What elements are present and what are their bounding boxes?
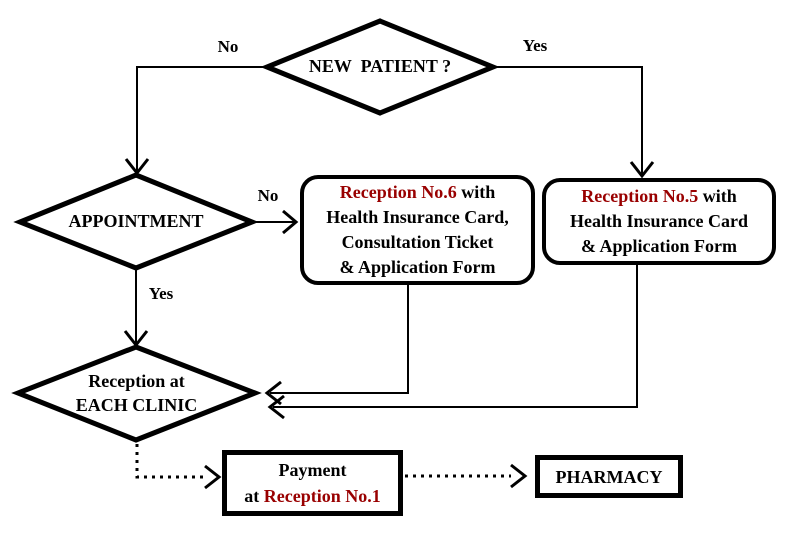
- reception5-title-line: Reception No.5 with: [546, 184, 772, 209]
- decision-new-patient-label: NEW PATIENT ?: [308, 56, 452, 76]
- reception5-line3: & Application Form: [581, 236, 737, 256]
- decision-appointment-label: APPOINTMENT: [68, 211, 204, 231]
- reception6-line4: & Application Form: [339, 257, 496, 277]
- arrowhead-into-pharmacy: [510, 463, 528, 489]
- arrowhead-into-each-clinic: [123, 330, 149, 348]
- each-clinic-line2: EACH CLINIC: [75, 395, 198, 415]
- edge-new-patient-yes-line: [493, 66, 643, 174]
- pharmacy-label: PHARMACY: [555, 466, 663, 487]
- edge-reception5-to-clinic-line: [273, 265, 638, 408]
- edge-label-new-patient-yes: Yes: [522, 36, 548, 55]
- decision-new-patient-diamond: [260, 18, 500, 116]
- reception5-suffix: with: [698, 186, 737, 206]
- reception6-highlight: Reception No.6: [339, 182, 457, 202]
- reception6-line2: Health Insurance Card,: [326, 207, 509, 227]
- process-reception5-box: Reception No.5 with Health Insurance Car…: [542, 178, 776, 265]
- reception6-line3: Consultation Ticket: [341, 232, 494, 252]
- arrowhead-into-payment: [204, 464, 222, 490]
- edge-new-patient-no-line: [136, 66, 267, 171]
- decision-each-clinic-label: Reception at EACH CLINIC: [18, 369, 255, 417]
- arrowhead-into-reception6: [282, 209, 299, 235]
- arrowhead-reception5-into-clinic: [267, 394, 285, 420]
- process-payment-box: Payment at Reception No.1: [222, 450, 403, 516]
- each-clinic-line1: Reception at: [88, 371, 185, 391]
- payment-line2-highlight: Reception No.1: [263, 486, 381, 506]
- edge-clinic-to-payment-dotted: [135, 444, 205, 479]
- process-reception6-box: Reception No.6 with Health Insurance Car…: [300, 175, 535, 285]
- arrowhead-into-appointment: [124, 158, 150, 176]
- reception5-highlight: Reception No.5: [581, 186, 699, 206]
- arrowhead-into-reception5: [629, 161, 655, 179]
- reception6-suffix: with: [456, 182, 496, 202]
- edge-label-new-patient-no: No: [217, 37, 239, 56]
- payment-line1: Payment: [278, 460, 347, 480]
- edge-reception6-to-clinic-line: [270, 285, 409, 394]
- reception5-line2: Health Insurance Card: [569, 211, 748, 231]
- payment-line2: at Reception No.1: [227, 483, 398, 509]
- edge-label-appointment-no: No: [257, 186, 279, 205]
- payment-line2-prefix: at: [244, 486, 264, 506]
- process-pharmacy-box: PHARMACY: [535, 455, 683, 498]
- edge-label-appointment-yes: Yes: [148, 284, 174, 303]
- reception6-title-line: Reception No.6 with: [304, 180, 531, 205]
- decision-each-clinic-diamond: [11, 344, 262, 443]
